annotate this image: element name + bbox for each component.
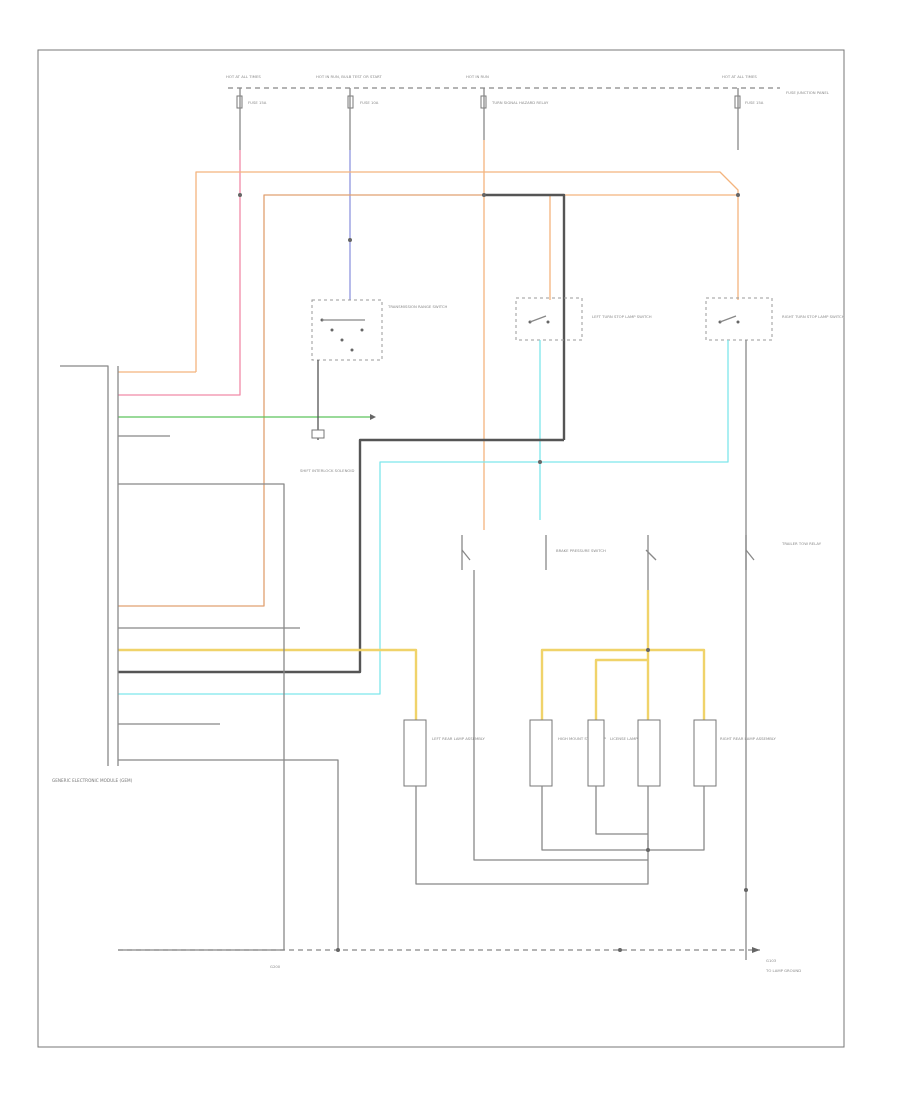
top-power-bus: HOT AT ALL TIMES HOT IN RUN, BULB TEST O… xyxy=(226,74,830,109)
shift-interlock-solenoid: SHIFT INTERLOCK SOLENOID xyxy=(300,429,355,473)
fuse-label-4: FUSE 15A xyxy=(745,100,764,105)
wire-cyan-right xyxy=(118,340,729,695)
license-lamp-label: LICENSE LAMP xyxy=(610,736,638,741)
fuse-panel-label: FUSE JUNCTION PANEL xyxy=(786,90,830,95)
high-mount-label: HIGH MOUNT STOP LAMP xyxy=(558,736,607,741)
ground-note: TO LAMP GROUND xyxy=(765,968,801,973)
fuse-label-1: FUSE 15A xyxy=(248,100,267,105)
source-label-1: HOT AT ALL TIMES xyxy=(226,74,261,79)
source-label-2: HOT IN RUN, BULB TEST OR START xyxy=(316,74,382,79)
wire-yellow-left xyxy=(118,648,418,720)
brake-pressure-label: BRAKE PRESSURE SWITCH xyxy=(556,548,606,553)
trailer-tow-label: TRAILER TOW RELAY xyxy=(781,541,822,546)
bus-feeds xyxy=(239,88,739,150)
wire-orange-left-switch xyxy=(549,194,738,300)
module-wires xyxy=(118,435,339,951)
wire-orange-top xyxy=(195,171,739,372)
ground-bus: G200 G103 TO LAMP GROUND xyxy=(118,947,801,973)
brake-switch-row: BRAKE PRESSURE SWITCH TRAILER TOW RELAY xyxy=(461,535,822,590)
right-switch-label: RIGHT TURN STOP LAMP SWITCH xyxy=(782,314,845,319)
lamp-left-rear: LEFT REAR LAMP ASSEMBLY xyxy=(403,719,486,787)
gem-module: GENERIC ELECTRONIC MODULE (GEM) xyxy=(52,365,133,783)
right-turn-switch: RIGHT TURN STOP LAMP SWITCH xyxy=(705,297,845,341)
wire-pink xyxy=(118,150,241,396)
lamp-license: LICENSE LAMP xyxy=(587,719,638,787)
gem-title: GENERIC ELECTRONIC MODULE (GEM) xyxy=(52,778,133,783)
wire-yellow-bus xyxy=(540,590,650,720)
left-rear-lamp-label: LEFT REAR LAMP ASSEMBLY xyxy=(432,736,486,741)
wire-brown xyxy=(118,194,484,607)
splice-points xyxy=(238,193,748,952)
left-turn-switch: LEFT TURN STOP LAMP SWITCH xyxy=(515,297,652,341)
diagram-frame xyxy=(37,49,845,1048)
g-label-1: G200 xyxy=(270,964,281,969)
lamp-high-mount: HIGH MOUNT STOP LAMP xyxy=(529,719,607,787)
fuse-label-2: FUSE 10A xyxy=(360,100,379,105)
trs-label: TRANSMISSION RANGE SWITCH xyxy=(387,304,448,309)
shift-interlock-label: SHIFT INTERLOCK SOLENOID xyxy=(300,468,355,473)
transmission-range-switch: TRANSMISSION RANGE SWITCH xyxy=(311,299,448,361)
wire-gray-left xyxy=(484,193,566,440)
fuse-label-3: TURN SIGNAL HAZARD RELAY xyxy=(491,100,549,105)
source-label-3: HOT IN RUN xyxy=(466,74,489,79)
g-label-2: G103 xyxy=(766,958,777,963)
left-switch-label: LEFT TURN STOP LAMP SWITCH xyxy=(592,314,652,319)
source-label-4: HOT AT ALL TIMES xyxy=(722,74,757,79)
lamp-grounds xyxy=(415,570,705,885)
right-rear-lamp-label: RIGHT REAR LAMP ASSEMBLY xyxy=(720,736,776,741)
lamp-right-rear: RIGHT REAR LAMP ASSEMBLY xyxy=(637,719,776,787)
